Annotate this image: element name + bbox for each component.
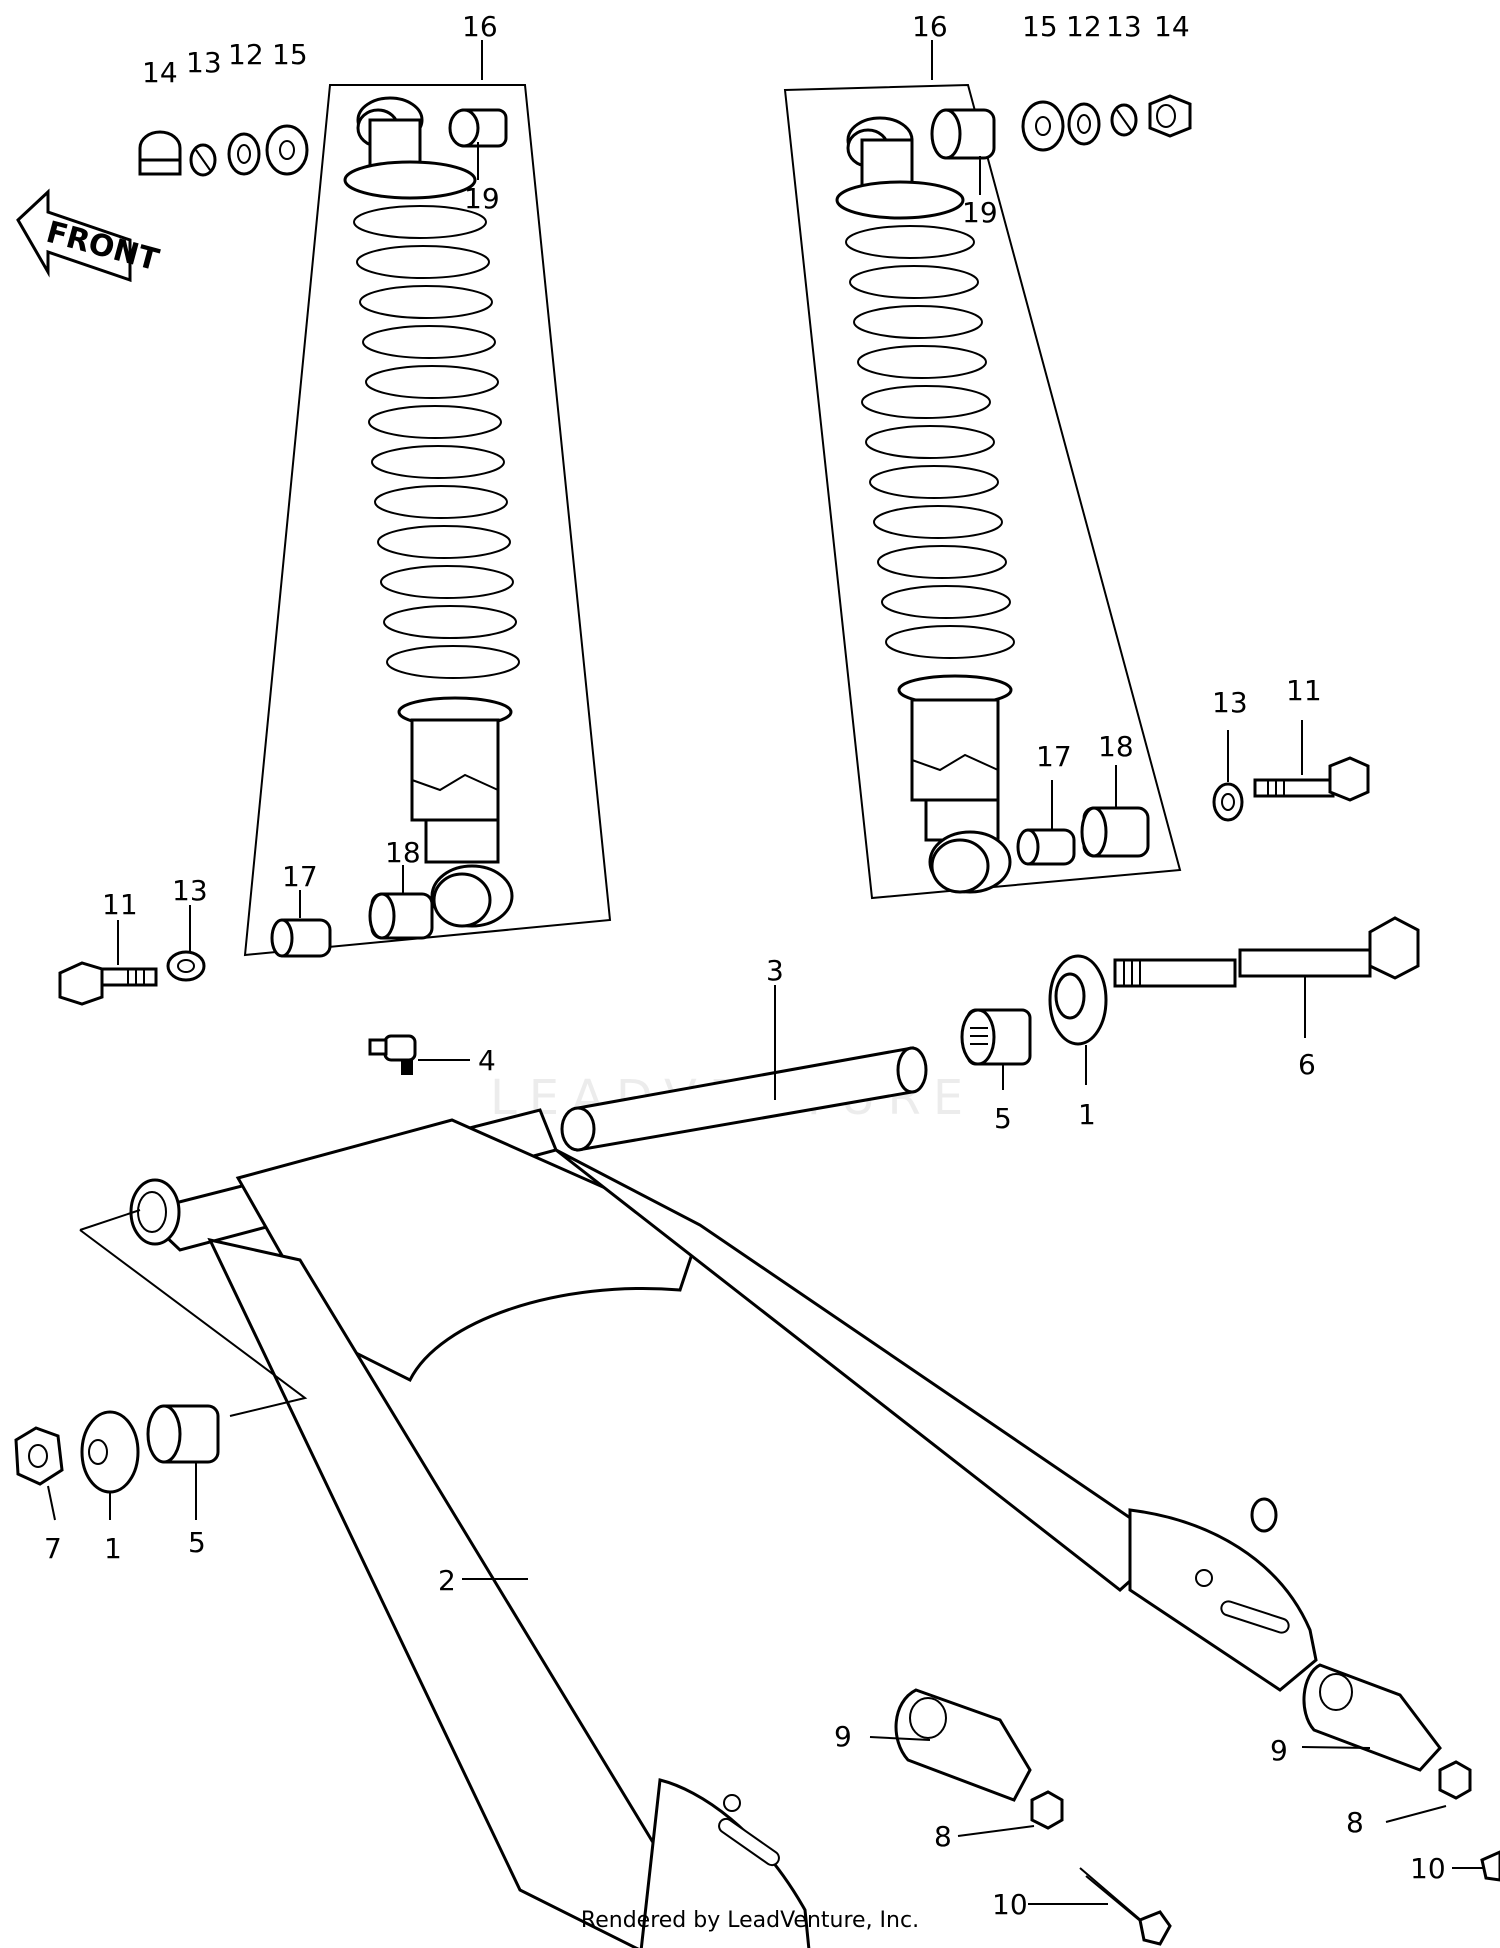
callout-11-right: 11	[1286, 674, 1322, 707]
needle-bearing-5-left-icon	[146, 1404, 220, 1464]
callout-13-lower-left: 13	[172, 874, 208, 907]
right-shock-absorber	[783, 83, 1182, 900]
callout-12-right: 12	[1066, 10, 1102, 43]
callout-19-left: 19	[464, 182, 500, 215]
nut-7-icon	[14, 1426, 64, 1486]
grease-nipple-4-icon	[368, 1034, 417, 1075]
callout-17-left: 17	[282, 860, 318, 893]
screw-10-right-icon	[1480, 1850, 1500, 1882]
washer-15-left-icon	[265, 124, 309, 176]
bushing-18-right-icon	[1080, 806, 1150, 858]
washer-15-right-icon	[1021, 100, 1065, 152]
callout-9-left: 9	[834, 1720, 852, 1753]
left-top-hardware	[138, 124, 309, 177]
callout-6: 6	[1298, 1048, 1316, 1081]
lock-washer-13-lower-left-icon	[166, 950, 206, 982]
swingarm-2-icon	[129, 1108, 1318, 1948]
callout-18-left: 18	[385, 836, 421, 869]
callout-16-left: 16	[462, 10, 498, 43]
right-spring-icon	[845, 225, 1015, 659]
collar-17-right-icon	[1016, 828, 1076, 866]
lock-washer-13-lower-right-icon	[1212, 782, 1244, 822]
screw-10-left-icon	[1079, 1867, 1172, 1946]
bushing-18-left-icon	[368, 892, 434, 940]
right-top-hardware	[1021, 94, 1192, 152]
callout-2: 2	[438, 1564, 456, 1597]
nut-8-right-icon	[1438, 1760, 1472, 1800]
callout-15-right: 15	[1022, 10, 1058, 43]
callout-7: 7	[44, 1532, 62, 1565]
callout-10-left: 10	[992, 1888, 1028, 1921]
callout-18-right: 18	[1098, 730, 1134, 763]
callout-14-left: 14	[142, 56, 178, 89]
chain-adjuster-9-right-icon	[1302, 1663, 1442, 1772]
collar-17-left-icon	[270, 918, 332, 958]
bolt-11-left-icon	[58, 961, 158, 1006]
callout-9-right: 9	[1270, 1734, 1288, 1767]
bushing-19-left-icon	[448, 108, 508, 148]
nut-14-right-icon	[1148, 94, 1192, 138]
callout-13-left: 13	[186, 46, 222, 79]
callout-5-right: 5	[994, 1102, 1012, 1135]
callout-8-left: 8	[934, 1820, 952, 1853]
callout-1-right: 1	[1078, 1098, 1096, 1131]
callouts: 16 16 14 13 12 15 15 12 13 14 19 19 17 1…	[44, 10, 1446, 1921]
sleeve-3-icon	[560, 1046, 928, 1152]
callout-17-right: 17	[1036, 740, 1072, 773]
flanged-washer-1-right-icon	[1048, 954, 1108, 1046]
pivot-bolt-6-icon	[1113, 916, 1420, 988]
callout-1-left: 1	[104, 1532, 122, 1565]
callout-19-right: 19	[962, 196, 998, 229]
bushing-19-right-icon	[930, 108, 996, 160]
lock-washer-13-right-icon	[1110, 103, 1138, 137]
callout-8-right: 8	[1346, 1806, 1364, 1839]
callout-13-right: 13	[1106, 10, 1142, 43]
callout-4: 4	[478, 1044, 496, 1077]
flanged-washer-1-left-icon	[80, 1410, 140, 1494]
washer-12-left-icon	[227, 132, 261, 176]
front-arrow-icon: FRONT	[16, 188, 163, 283]
cap-nut-14-left-icon	[138, 130, 182, 176]
callout-13-lower-right: 13	[1212, 686, 1248, 719]
callout-3: 3	[766, 954, 784, 987]
leader-lines	[47, 40, 1484, 1905]
nut-8-left-icon	[1030, 1790, 1064, 1830]
washer-12-right-icon	[1067, 102, 1101, 146]
callout-10-right: 10	[1410, 1852, 1446, 1885]
footer-credit: Rendered by LeadVenture, Inc.	[580, 1908, 920, 1933]
left-shock-absorber	[243, 84, 612, 958]
lock-washer-13-left-icon	[189, 143, 217, 177]
needle-bearing-5-right-icon	[960, 1008, 1032, 1066]
left-spring-icon	[353, 205, 520, 679]
bolt-11-right-icon	[1253, 756, 1370, 802]
chain-adjuster-9-left-icon	[894, 1688, 1032, 1802]
callout-16-right: 16	[912, 10, 948, 43]
callout-11-left: 11	[102, 888, 138, 921]
callout-14-right: 14	[1154, 10, 1190, 43]
callout-5-left: 5	[188, 1526, 206, 1559]
callout-15-left: 15	[272, 38, 308, 71]
callout-12-left: 12	[228, 38, 264, 71]
